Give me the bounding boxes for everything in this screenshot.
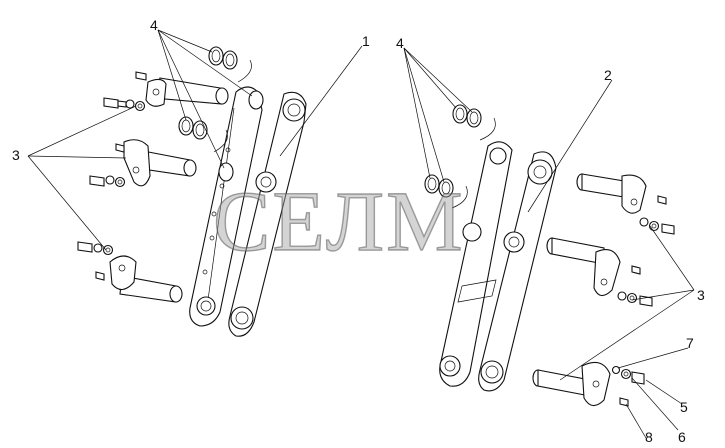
bushing-pair-upper-left [178, 46, 264, 182]
pin-middle-right [546, 237, 653, 307]
bushing-pair-upper-right [424, 104, 496, 209]
callout-8: 8 [645, 429, 653, 445]
pin-upper-right [576, 173, 675, 235]
leader-lines-left [27, 29, 363, 251]
callout-5: 5 [680, 399, 688, 415]
pin-middle-left [123, 139, 197, 187]
pin-upper-left [145, 77, 229, 107]
link-plate-rear-left [189, 86, 263, 327]
left-assembly [27, 29, 363, 337]
callout-3-left: 3 [12, 147, 20, 163]
pin-lower-right [532, 361, 645, 407]
callout-4-left: 4 [150, 17, 158, 33]
right-assembly [403, 47, 695, 439]
callout-6: 6 [678, 429, 686, 445]
callout-4-right: 4 [396, 35, 404, 51]
callout-1: 1 [362, 33, 370, 49]
leader-lines-right [403, 47, 695, 439]
callout-2: 2 [604, 67, 612, 83]
callout-7: 7 [686, 335, 694, 351]
fasteners-left [77, 71, 147, 281]
link-plate-rear-right [439, 141, 513, 387]
callout-3-right: 3 [697, 287, 705, 303]
link-plate-1 [228, 91, 307, 337]
pin-lower-left [109, 255, 183, 303]
link-plate-2 [478, 151, 557, 392]
watermark-text: СЕЛМ [212, 173, 465, 269]
